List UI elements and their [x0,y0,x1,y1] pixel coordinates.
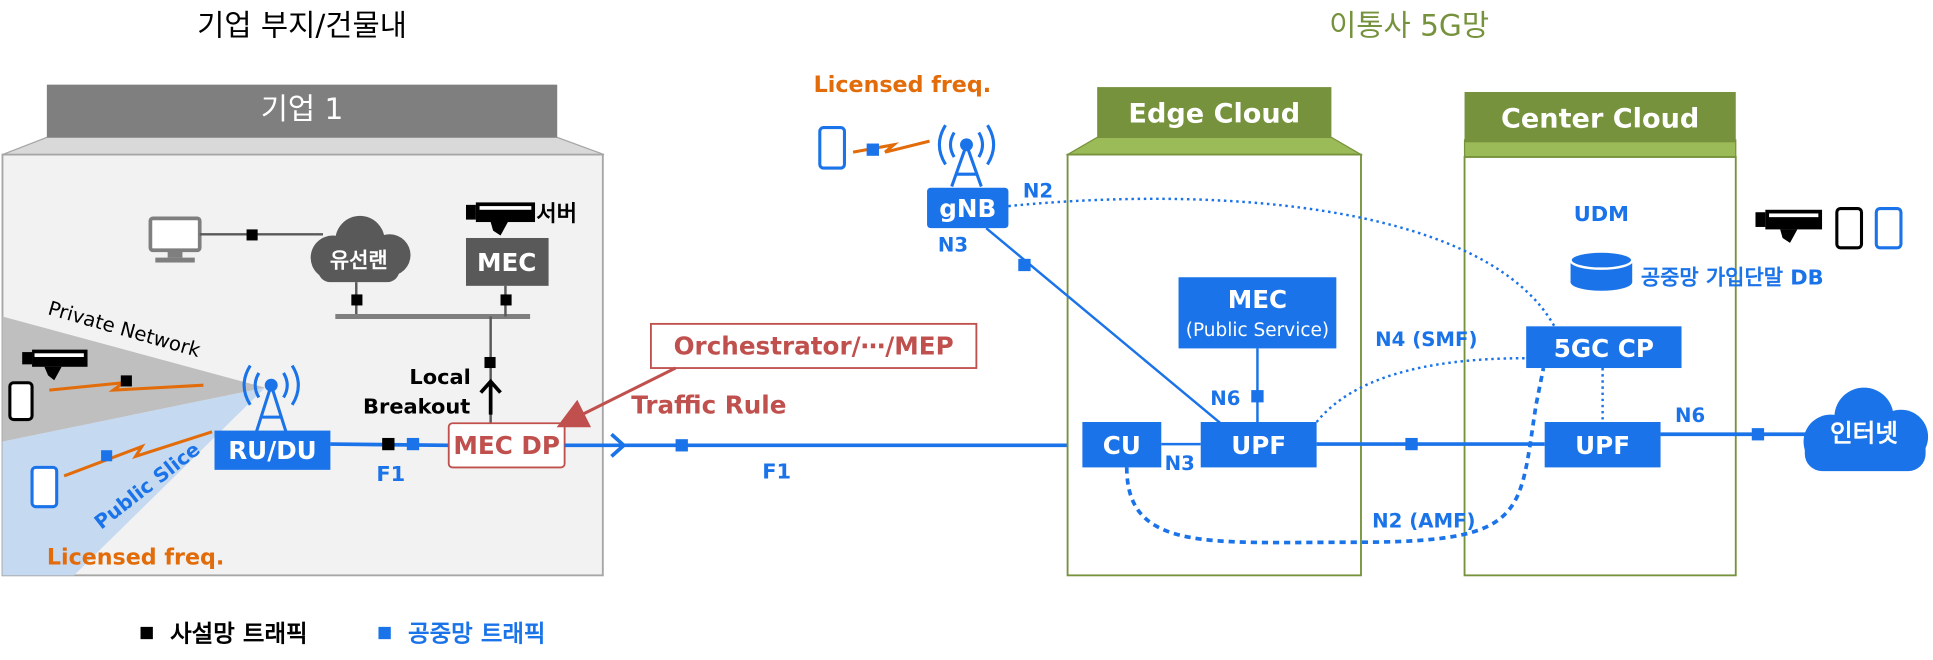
enterprise-title: 기업 1 [261,92,344,126]
antenna-icon [937,124,996,187]
enterprise-area-title: 기업 부지/건물내 [197,9,407,43]
gnb-n2-label: N2 [1023,180,1053,203]
center-upf-node [1544,422,1661,468]
cctv-camera-icon [1755,209,1823,243]
public-traffic-marker [406,437,420,451]
rudu-node [214,430,331,470]
smartphone-icon [8,381,34,422]
edge-mec-sublabel: (Public Service) [1186,320,1329,341]
enterprise-mec-node [465,237,549,286]
traffic-rule-arrow [556,366,677,428]
n2-gnb-cp-link [1008,197,1557,330]
private-traffic-marker [484,356,496,369]
public-traffic-marker [1018,258,1031,272]
edge-n3-label: N3 [1165,452,1195,475]
internet-label: 인터넷 [1830,419,1898,448]
public-traffic-marker [1405,437,1418,451]
smartphone-icon [30,465,59,509]
cctv-camera-icon [465,202,536,236]
edge-mec-node [1178,277,1337,349]
public-traffic-marker [101,450,113,462]
private-network-coverage [2,316,266,442]
private-traffic-marker [120,375,132,387]
center-n6-label: N6 [1675,404,1705,427]
local-breakout-label-1: Local [409,365,470,389]
local-breakout-label-2: Breakout [363,394,470,418]
enterprise-mec-label: MEC [477,248,536,277]
gnb-n3-label: N3 [938,234,968,257]
rudu-label: RU/DU [228,436,316,465]
private-traffic-marker [246,229,258,241]
legend-private-label: 사설망 트래픽 [170,620,307,648]
n4-link [1315,356,1527,423]
n2-amf-label: N2 (AMF) [1372,510,1475,533]
private-radio-link [49,380,204,392]
edge-n6-label: N6 [1210,387,1240,410]
database-icon [1569,250,1634,291]
cp-node [1526,326,1682,369]
licensed-freq-label-top: Licensed freq. [814,72,991,98]
f1-mid-label: F1 [762,459,791,483]
gnb-node [927,187,1009,229]
udm-label: UDM [1574,202,1629,226]
gnb-label: gNB [939,194,996,223]
center-upf-label: UPF [1575,431,1630,460]
subscriber-db-label: 공중망 가입단말 DB [1641,266,1824,290]
cu-node [1082,422,1162,468]
breakout-arrow-icon [479,378,502,415]
gnb-radio-link [852,139,930,154]
edge-mec-label: MEC [1228,285,1287,314]
chevron-right-icon [610,432,627,458]
wired-lan-label: 유선랜 [330,248,388,272]
antenna-icon [242,364,300,433]
edge-upf-node [1200,422,1317,468]
licensed-freq-label-left: Licensed freq. [47,544,224,570]
orchestrator-label: Orchestrator/⋯/MEP [674,332,954,361]
traffic-rule-label: Traffic Rule [631,390,786,419]
n2-amf-link [1124,367,1546,545]
f1-left-label: F1 [376,462,405,486]
smartphone-icon [1835,207,1864,250]
edge-cloud-container [1065,87,1364,577]
public-traffic-marker [675,439,688,452]
private-traffic-marker [382,437,395,451]
smartphone-icon [818,126,846,170]
n4-label: N4 (SMF) [1375,328,1477,351]
public-traffic-marker [866,143,879,156]
internet-cloud [1803,387,1929,472]
cp-label: 5GC CP [1554,334,1654,363]
mec-dp-label: MEC DP [453,431,560,460]
orchestrator-node [649,322,978,369]
server-label: 서버 [536,201,577,227]
legend-public-label: 공중망 트래픽 [408,620,545,648]
smartphone-icon [1874,207,1903,250]
legend-private-marker [140,626,153,640]
public-traffic-marker [1251,390,1264,403]
private-traffic-marker [500,294,512,306]
center-cloud-title: Center Cloud [1501,104,1699,135]
legend-public-marker [378,626,391,640]
cu-label: CU [1103,431,1141,460]
carrier-area-title: 이통사 5G망 [1329,9,1489,43]
edge-cloud-title: Edge Cloud [1128,99,1300,130]
wired-lan-cloud [310,215,411,283]
private-traffic-marker [351,294,363,306]
edge-upf-label: UPF [1231,431,1286,460]
public-traffic-marker [1751,428,1765,441]
cctv-camera-icon [22,349,88,381]
